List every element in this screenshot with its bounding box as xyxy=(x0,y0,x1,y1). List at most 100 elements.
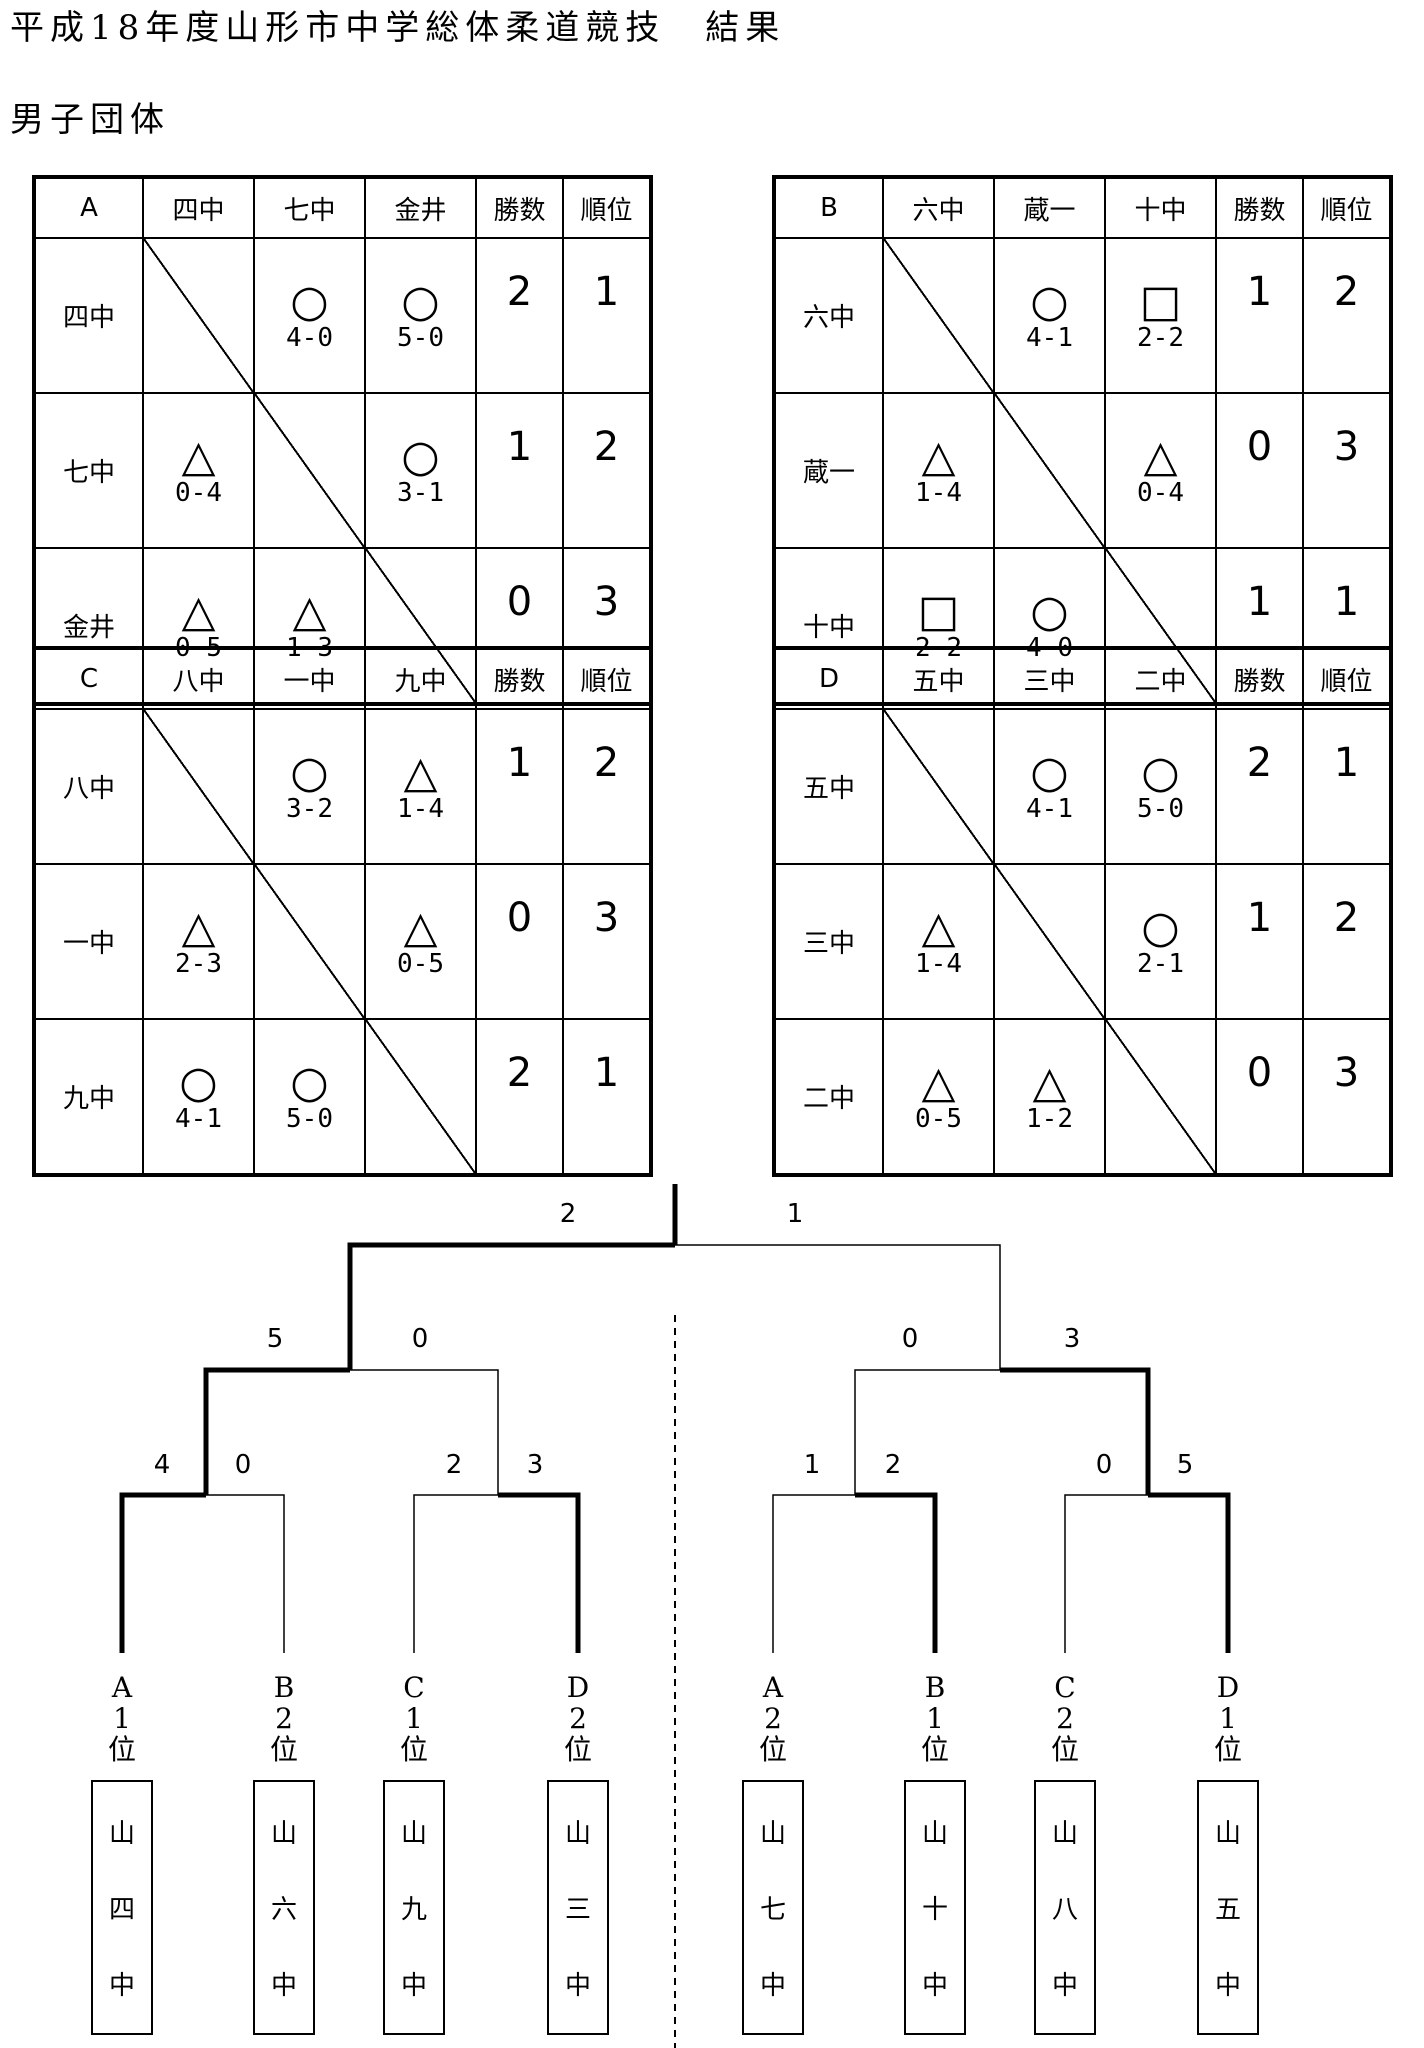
result-symbol: △ xyxy=(403,901,438,953)
seed-group: A xyxy=(111,1671,133,1704)
school-name-char: 中 xyxy=(1214,1970,1241,2001)
match-score: 1-4 xyxy=(397,793,444,824)
rank-value: 3 xyxy=(562,863,652,1020)
seed-group: C xyxy=(403,1671,425,1704)
result-symbol: △ xyxy=(181,430,216,482)
column-team-header: 十中 xyxy=(1104,176,1217,239)
row-team-name: 七中 xyxy=(33,392,144,549)
seed-rank: 1 xyxy=(926,1702,944,1735)
semi-score: 0 xyxy=(902,1324,919,1354)
wins-value: 1 xyxy=(1215,237,1304,394)
match-score: 2-3 xyxy=(175,948,222,979)
row-team-name: 二中 xyxy=(773,1018,884,1176)
rank-header: 順位 xyxy=(1302,176,1392,239)
result-symbol: △ xyxy=(403,746,438,798)
column-team-header: 六中 xyxy=(882,176,995,239)
wins-value: 2 xyxy=(1215,708,1304,865)
school-name-box: 山八中 xyxy=(1034,1780,1096,2035)
row-team-name: 四中 xyxy=(33,237,144,394)
self-match-cell xyxy=(1104,1018,1217,1176)
school-name-box: 山六中 xyxy=(253,1780,315,2035)
match-score: 0-4 xyxy=(1137,477,1184,508)
school-name-char: 山 xyxy=(400,1819,427,1850)
column-team-header: 蔵一 xyxy=(993,176,1106,239)
match-result-cell: ○3-2 xyxy=(253,708,366,865)
final-score: 1 xyxy=(787,1199,804,1229)
match-result-cell: △0-4 xyxy=(1104,392,1217,549)
match-result-cell: □2-2 xyxy=(1104,237,1217,394)
school-name-char: 三 xyxy=(564,1894,591,1925)
match-result-cell: △1-2 xyxy=(993,1018,1106,1176)
match-result-cell: ○4-1 xyxy=(142,1018,255,1176)
match-result-cell: ○4-0 xyxy=(253,237,366,394)
result-symbol: ○ xyxy=(401,275,440,327)
match-score: 2-1 xyxy=(1137,948,1184,979)
match-score: 1-4 xyxy=(915,948,962,979)
seed-group: D xyxy=(1216,1671,1240,1704)
self-match-cell xyxy=(882,237,995,394)
seed-rank: 2 xyxy=(1056,1702,1074,1735)
school-name-char: 中 xyxy=(108,1970,135,2001)
seed-unit: 位 xyxy=(920,1733,949,1766)
bracket-line xyxy=(1064,1494,1148,1653)
match-result-cell: ○5-0 xyxy=(1104,708,1217,865)
self-match-cell xyxy=(882,708,995,865)
wins-value: 0 xyxy=(475,863,564,1020)
seed-rank: 1 xyxy=(113,1702,131,1735)
match-score: 0-5 xyxy=(397,948,444,979)
bracket-line xyxy=(772,1494,855,1653)
rank-value: 2 xyxy=(1302,237,1392,394)
match-result-cell: ○5-0 xyxy=(253,1018,366,1176)
round1-score: 2 xyxy=(446,1450,463,1480)
row-team-name: 三中 xyxy=(773,863,884,1020)
school-name-box: 山十中 xyxy=(904,1780,966,2035)
seed-unit: 位 xyxy=(758,1733,787,1766)
result-symbol: ○ xyxy=(1030,746,1069,798)
school-name-char: 山 xyxy=(1051,1819,1078,1850)
match-result-cell: ○3-1 xyxy=(364,392,477,549)
wins-header: 勝数 xyxy=(1215,176,1304,239)
seed-unit: 位 xyxy=(1213,1733,1242,1766)
match-result-cell: △2-3 xyxy=(142,863,255,1020)
row-team-name: 八中 xyxy=(33,708,144,865)
column-team-header: 七中 xyxy=(253,176,366,239)
result-symbol: ○ xyxy=(1141,746,1180,798)
bracket-line xyxy=(855,1492,938,1653)
bracket-line xyxy=(1148,1492,1231,1653)
wins-value: 0 xyxy=(1215,392,1304,549)
seed-unit: 位 xyxy=(269,1733,298,1766)
rank-header: 順位 xyxy=(1302,647,1392,710)
school-name-box: 山三中 xyxy=(547,1780,609,2035)
seed-group: B xyxy=(273,1671,295,1704)
round1-score: 1 xyxy=(804,1450,821,1480)
rank-value: 2 xyxy=(562,708,652,865)
rank-value: 3 xyxy=(1302,392,1392,549)
group-label: B xyxy=(773,176,884,239)
school-name-char: 九 xyxy=(400,1894,427,1925)
column-team-header: 四中 xyxy=(142,176,255,239)
seed-unit: 位 xyxy=(107,1733,136,1766)
result-symbol: □ xyxy=(917,585,960,637)
seed-rank: 1 xyxy=(1219,1702,1237,1735)
school-name-char: 山 xyxy=(759,1819,786,1850)
school-name-box: 山四中 xyxy=(91,1780,153,2035)
match-result-cell: △0-5 xyxy=(882,1018,995,1176)
seed-unit: 位 xyxy=(399,1733,428,1766)
result-symbol: ○ xyxy=(1030,275,1069,327)
school-name-char: 山 xyxy=(270,1819,297,1850)
result-symbol: △ xyxy=(181,901,216,953)
match-score: 0-5 xyxy=(915,1103,962,1134)
semi-score: 0 xyxy=(412,1324,429,1354)
section-title: 男子団体 xyxy=(10,100,170,140)
